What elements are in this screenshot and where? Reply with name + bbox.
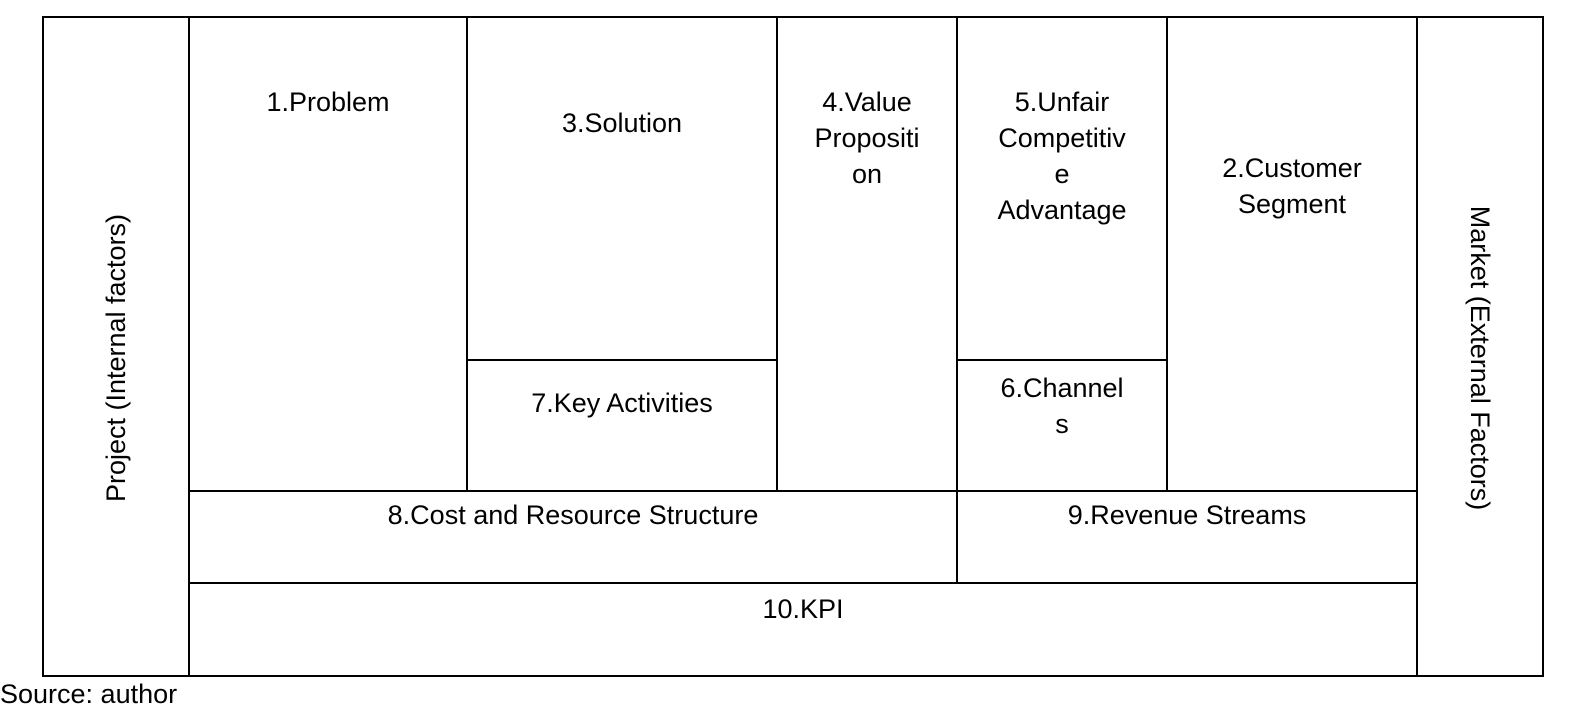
block-solution: 3.Solution — [561, 108, 683, 138]
block-kpi: 10.KPI — [762, 594, 844, 624]
divider-solution-activities — [466, 359, 778, 361]
frame-left — [42, 16, 44, 677]
divider-value-unfair — [956, 16, 958, 584]
block-customer-segment: 2.Customer Segment — [1222, 153, 1362, 219]
divider-solution-value — [776, 16, 778, 492]
block-value-proposition: 4.Value Propositi on — [814, 87, 920, 189]
divider-cost-kpi — [188, 582, 1418, 584]
side-column-internal: Project (Internal factors) — [44, 18, 188, 675]
divider-right-column — [1416, 16, 1418, 677]
block-channels: 6.Channel s — [1000, 373, 1124, 439]
divider-left-column — [188, 16, 190, 677]
block-revenue-streams: 9.Revenue Streams — [1067, 500, 1307, 530]
frame-bottom — [42, 675, 1544, 677]
block-problem: 1.Problem — [266, 87, 390, 117]
frame-right — [1542, 16, 1544, 677]
divider-unfair-channels — [956, 359, 1168, 361]
divider-upper-cost — [188, 490, 1418, 492]
figure-caption: Source: author — [0, 679, 178, 709]
side-label-external-factors: Market (External Factors) — [1465, 205, 1495, 511]
divider-unfair-customer — [1166, 16, 1168, 492]
divider-problem-solution — [466, 16, 468, 492]
side-column-external: Market (External Factors) — [1418, 18, 1542, 675]
block-unfair-advantage: 5.Unfair Competitiv e Advantage — [997, 87, 1127, 225]
lean-canvas-diagram: Project (Internal factors) Market (Exter… — [42, 16, 1544, 677]
frame-top — [42, 16, 1544, 18]
side-label-internal-factors: Project (Internal factors) — [101, 213, 131, 503]
block-key-activities: 7.Key Activities — [531, 388, 713, 418]
block-cost-structure: 8.Cost and Resource Structure — [387, 500, 759, 530]
